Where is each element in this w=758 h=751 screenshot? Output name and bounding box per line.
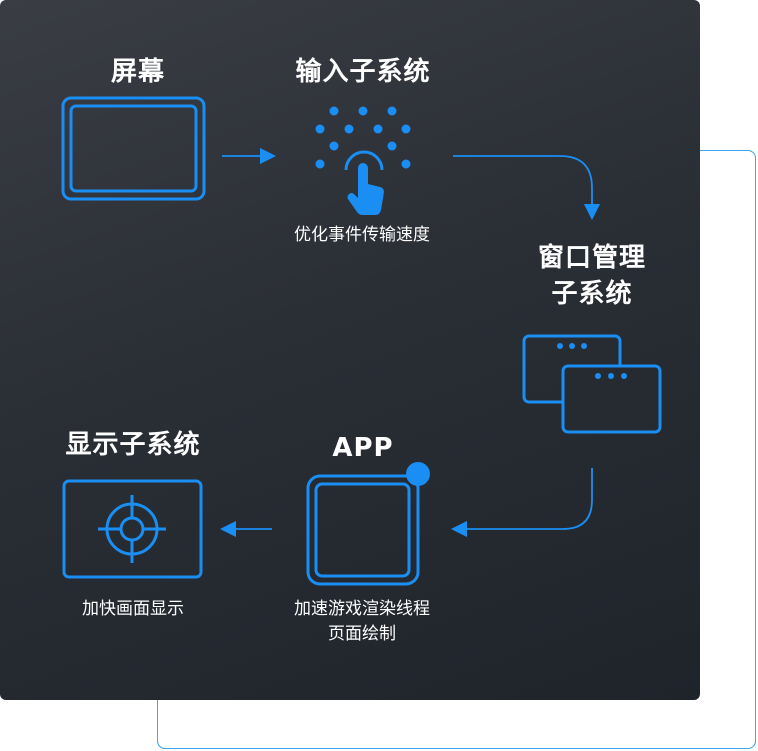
- connector-input-to-window: [453, 155, 601, 221]
- app-caption-line2: 页面绘制: [328, 624, 396, 644]
- window-manager-title-line1: 窗口管理: [537, 243, 646, 273]
- app-title: APP: [332, 433, 394, 463]
- flow-connectors: [219, 147, 601, 538]
- stacked-windows-icon: [522, 334, 662, 434]
- diagram-panel: 屏幕 输入子系统 窗口管理 子系统 APP 显示子系统 优化事件传输速度 加速游…: [0, 0, 700, 700]
- tablet-screen-icon: [61, 96, 206, 201]
- screen-title: 屏幕: [110, 57, 165, 87]
- diagram-graphics: [61, 96, 662, 586]
- app-caption-line1: 加速游戏渲染线程: [294, 599, 430, 619]
- touch-tap-icon: [315, 106, 411, 215]
- app-square-icon: [306, 462, 430, 586]
- window-manager-title-line2: 子系统: [551, 279, 633, 309]
- input-subsystem-caption: 优化事件传输速度: [294, 225, 430, 245]
- crosshair-target-icon: [62, 479, 203, 579]
- display-subsystem-title: 显示子系统: [65, 430, 201, 460]
- display-subsystem-caption: 加快画面显示: [82, 599, 184, 619]
- connector-window-to-app: [450, 468, 593, 538]
- input-subsystem-title: 输入子系统: [295, 57, 431, 87]
